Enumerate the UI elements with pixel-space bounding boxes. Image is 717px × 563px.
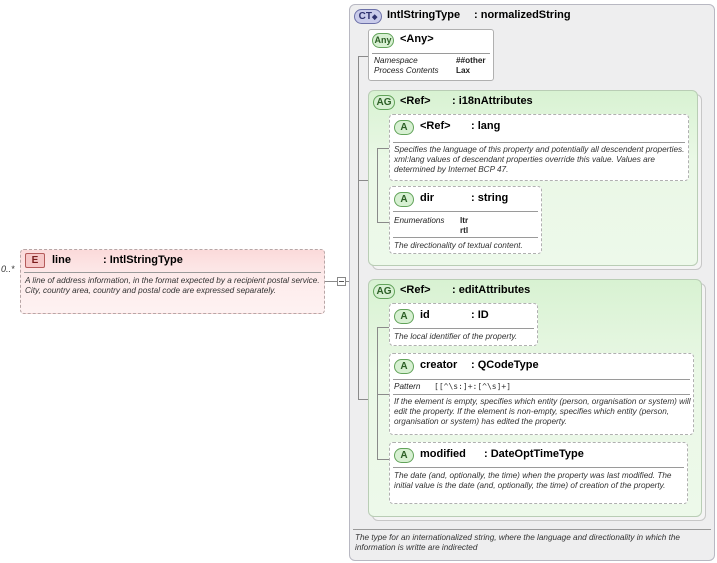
any-name: <Any> [400,33,434,45]
edit-group-ref: <Ref> [400,284,431,296]
edit-inner-line [377,327,378,459]
divider [393,379,690,380]
i18n-group-badge: AG [373,95,395,110]
divider [393,394,690,395]
creator-name: creator [420,359,458,371]
sequence-expander[interactable] [337,277,346,286]
any-namespace-label: Namespace [374,56,418,65]
complex-type-base: : normalizedString [474,9,571,21]
attribute-creator-box[interactable]: A creator : QCodeType Pattern [[^\s:]+:[… [389,353,694,435]
modified-badge: A [394,448,414,463]
divider [24,272,321,273]
creator-badge: A [394,359,414,374]
i18n-group-ref: <Ref> [400,95,431,107]
edit-group-badge: AG [373,284,395,299]
branch-to-edit [358,399,368,400]
complex-type-badge-label: CT [358,11,372,22]
branch-to-any [358,56,368,57]
complex-type-name: IntlStringType [387,9,461,21]
dir-badge: A [394,192,414,207]
any-badge: Any [372,33,394,48]
divider [393,211,538,212]
branch-to-lang [377,148,389,149]
creator-doc: If the element is empty, specifies which… [394,397,691,426]
any-process-value: Lax [456,66,471,75]
dir-enum-rtl: rtl [460,226,469,235]
divider [393,467,684,468]
attribute-lang-box[interactable]: A <Ref> : lang Specifies the language of… [389,114,689,181]
id-badge: A [394,309,414,324]
element-doc: A line of address information, in the fo… [25,276,320,295]
minus-icon [339,281,344,282]
lang-badge: A [394,120,414,135]
dir-name: dir [420,192,435,204]
dir-enum-ltr: ltr [460,216,469,225]
i18n-group-name: : i18nAttributes [452,95,533,107]
any-process-label: Process Contents [374,66,439,75]
lang-name: : lang [471,120,501,132]
branch-to-creator [377,394,389,395]
divider [393,237,538,238]
creator-pattern-value: [[^\s:]+:[^\s]+] [434,382,512,391]
id-type: : ID [471,309,489,321]
i18n-inner-line [377,148,378,222]
dir-enum-label: Enumerations [394,216,445,225]
divider [393,328,534,329]
branch-to-modified [377,459,389,460]
modified-type: : DateOptTimeType [484,448,584,460]
cardinality-label: 0..* [1,264,15,274]
attribute-modified-box[interactable]: A modified : DateOptTimeType The date (a… [389,442,688,504]
divider [393,142,685,143]
lang-ref: <Ref> [420,120,451,132]
complex-type-badge: CT◆ [354,9,382,24]
divider [372,53,490,54]
any-namespace-value: ##other [456,56,486,65]
edit-group-name: : editAttributes [452,284,531,296]
branch-to-i18n [358,180,368,181]
element-name: line [52,254,71,266]
branch-to-id [377,327,389,328]
attribute-dir-box[interactable]: A dir : string Enumerations ltr rtl The … [389,186,542,254]
element-type: : IntlStringType [103,254,183,266]
element-badge: E [25,253,45,268]
creator-type: : QCodeType [471,359,539,371]
modified-doc: The date (and, optionally, the time) whe… [394,471,672,490]
dir-doc: The directionality of textual content. [394,241,523,250]
attribute-id-box[interactable]: A id : ID The local identifier of the pr… [389,303,538,346]
connector-element-to-sequence [325,281,337,282]
complex-type-doc: The type for an internationalized string… [355,533,680,552]
id-name: id [420,309,430,321]
creator-pattern-label: Pattern [394,382,421,391]
sequence-line [358,56,359,399]
element-line-box[interactable]: E line : IntlStringType A line of addres… [20,249,325,314]
chevron-right-icon: ◆ [371,14,378,21]
branch-to-dir [377,222,389,223]
divider [353,529,711,530]
dir-type: : string [471,192,509,204]
any-box[interactable]: Any <Any> Namespace ##other Process Cont… [368,29,494,81]
modified-name: modified [420,448,466,460]
lang-doc: Specifies the language of this property … [394,145,685,174]
id-doc: The local identifier of the property. [394,332,518,341]
